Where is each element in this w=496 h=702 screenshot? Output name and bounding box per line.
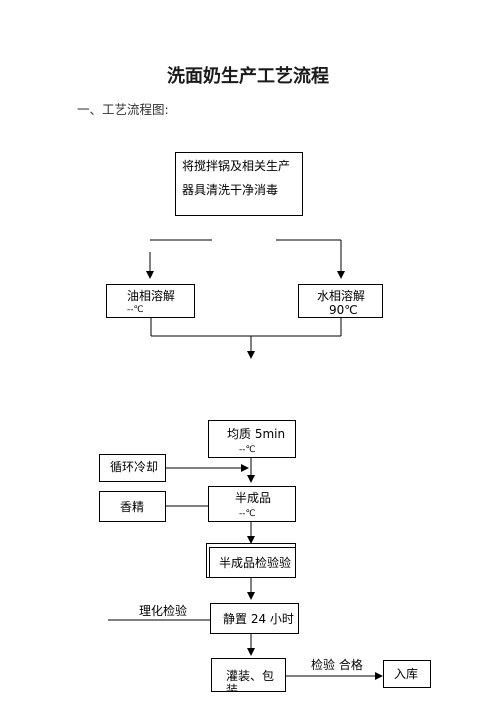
water-phase-box: 水相溶解 90℃	[298, 284, 383, 318]
stand-box: 静置 24 小时	[210, 603, 299, 634]
fragrance-box: 香精	[99, 491, 166, 522]
inspection-pass-label: 检验 合格	[311, 658, 363, 672]
semi-inspection-label: 半成品检验验	[219, 556, 292, 570]
physchem-inspection-label: 理化检验	[139, 604, 188, 618]
cooling-label: 循环冷却	[110, 460, 159, 474]
semi-product-box: 半成品 --℃	[208, 486, 296, 522]
warehouse-box: 入库	[383, 660, 431, 688]
warehouse-label: 入库	[394, 667, 419, 681]
cooling-box: 循环冷却	[99, 454, 166, 482]
filling-label: 灌装、包装	[226, 669, 275, 692]
oil-phase-box: 油相溶解 --℃	[106, 284, 195, 318]
oil-phase-label: 油相溶解	[127, 289, 176, 303]
homogenize-temp: --℃	[239, 445, 256, 456]
water-phase-temp: 90℃	[329, 303, 358, 318]
filling-box: 灌装、包装	[211, 658, 286, 692]
clean-equipment-box: 将搅拌锅及相关生产 器具清洗干净消毒	[175, 152, 303, 216]
semi-product-label: 半成品	[235, 491, 272, 505]
homogenize-label: 均质 5min	[227, 427, 286, 441]
stand-label: 静置 24 小时	[223, 612, 294, 626]
section-heading: 一、工艺流程图:	[77, 102, 169, 117]
clean-line-1: 将搅拌锅及相关生产	[182, 159, 291, 173]
oil-phase-temp: --℃	[127, 305, 144, 316]
page-title: 洗面奶生产工艺流程	[167, 66, 329, 87]
semi-product-temp: --℃	[239, 509, 256, 520]
water-phase-label: 水相溶解	[317, 289, 366, 303]
homogenize-box: 均质 5min --℃	[208, 420, 296, 458]
clean-line-2: 器具清洗干净消毒	[182, 183, 279, 198]
fragrance-label: 香精	[120, 500, 145, 514]
semi-inspection-box: 半成品检验验	[209, 547, 296, 578]
